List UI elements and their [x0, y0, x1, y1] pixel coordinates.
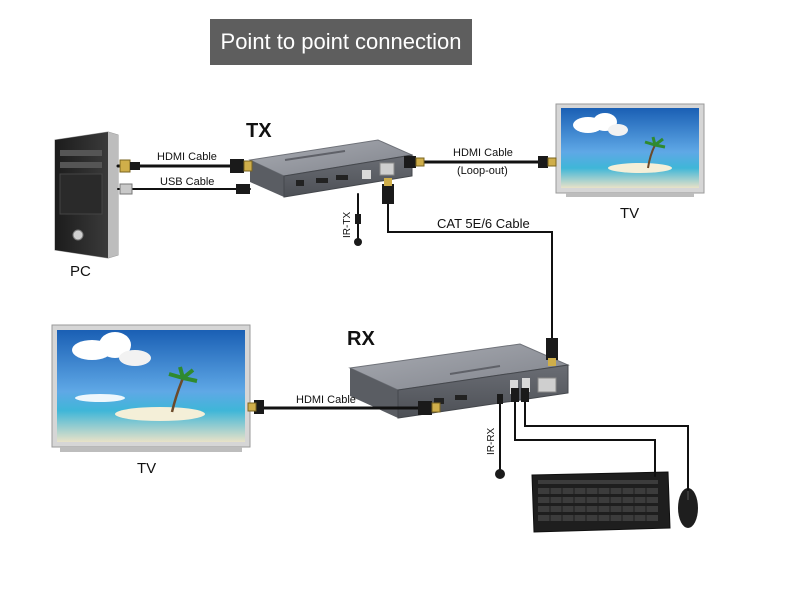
tv-top-label: TV: [620, 205, 640, 222]
cables: [116, 160, 689, 491]
mouse: [678, 488, 698, 528]
tv-top: [555, 103, 705, 197]
loop-hdmi-cable-label: HDMI Cable: [453, 147, 513, 159]
cat-cable-label: CAT 5E/6 Cable: [437, 216, 530, 231]
pc-usb-cable-label: USB Cable: [160, 176, 215, 188]
keyboard: [531, 471, 671, 533]
pc-tower: [54, 131, 119, 259]
ir-tx-port-label: IR-TX: [342, 211, 353, 238]
title-banner: Point to point connection: [210, 19, 472, 65]
connectors: [119, 156, 558, 479]
loop-out-note: (Loop-out): [457, 165, 508, 177]
tx-label: TX: [246, 120, 272, 142]
rx-label: RX: [347, 328, 375, 350]
ir-rx-port-label: IR-RX: [486, 427, 497, 455]
tx-extender-box: [248, 139, 414, 198]
rx-hdmi-cable-label: HDMI Cable: [296, 394, 356, 406]
pc-hdmi-cable-label: HDMI Cable: [157, 151, 217, 163]
pc-label: PC: [70, 263, 91, 280]
tv-bottom: [51, 324, 251, 452]
tv-bottom-label: TV: [137, 460, 157, 477]
